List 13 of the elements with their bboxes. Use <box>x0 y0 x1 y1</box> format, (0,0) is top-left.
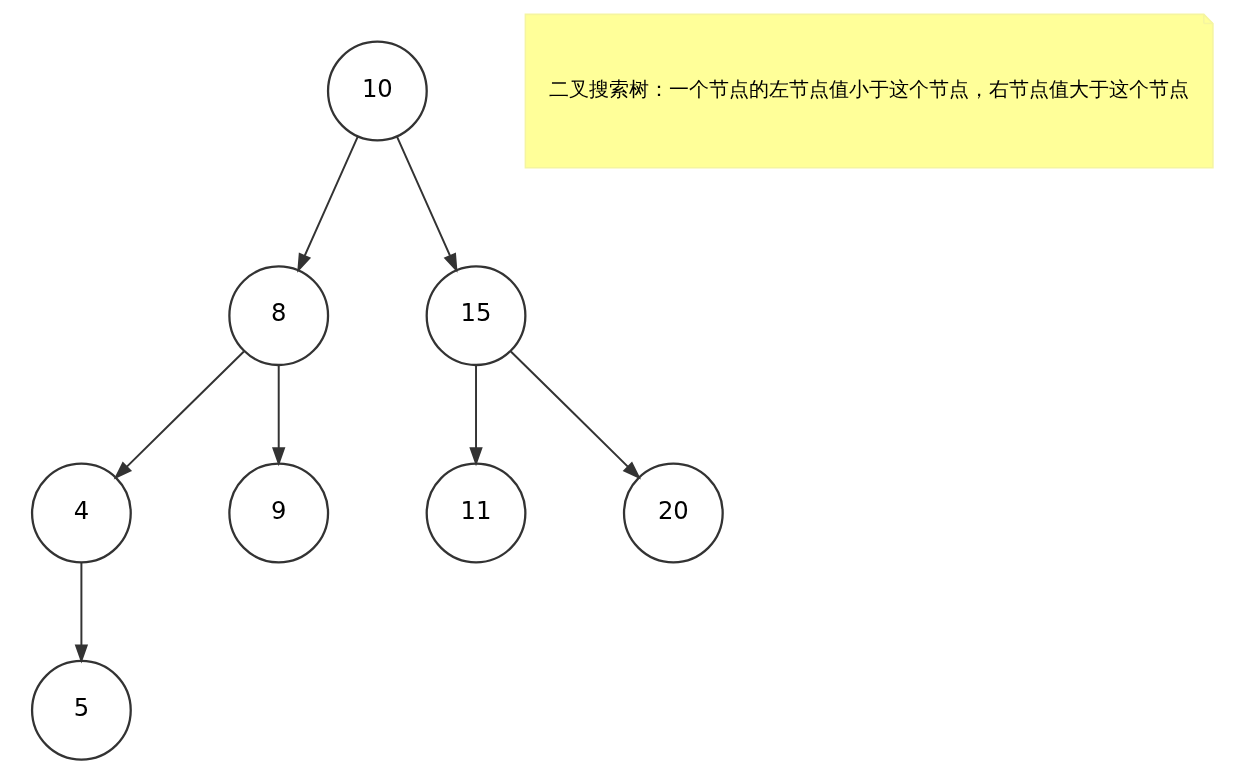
arrow <box>296 135 359 273</box>
node-circle: 9 <box>227 462 329 564</box>
arrow <box>113 350 245 480</box>
arrow <box>74 561 88 664</box>
node-circle: 5 <box>30 659 132 761</box>
node-circle: 15 <box>425 265 526 367</box>
node-circle: 11 <box>425 462 526 564</box>
node-circle: 10 <box>326 40 428 142</box>
arrow <box>468 364 483 467</box>
arrow <box>395 135 458 273</box>
arrow <box>271 364 285 467</box>
node-circle: 8 <box>227 265 329 367</box>
arrow <box>509 350 641 480</box>
